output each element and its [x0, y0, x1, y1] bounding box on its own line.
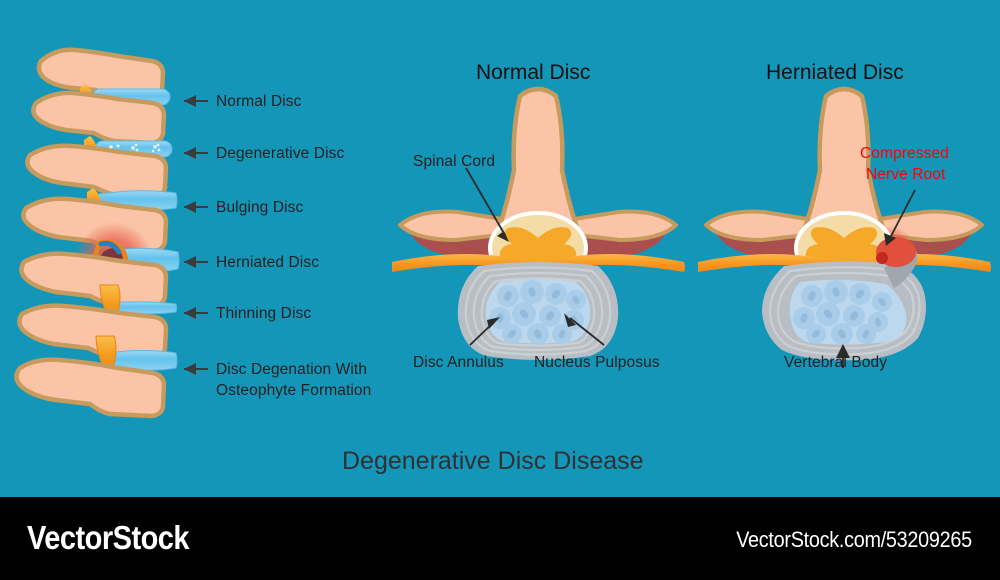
label-disc-annulus: Disc Annulus — [413, 354, 504, 371]
figure-caption: Degenerative Disc Disease — [342, 447, 644, 475]
arrow-osteophyte-disc — [184, 363, 208, 375]
label-spinal-cord: Spinal Cord — [413, 153, 496, 170]
vectorstock-url: VectorStock.com/53209265 — [736, 527, 972, 552]
nerve-roots-herniated — [698, 254, 991, 276]
vertebra-3 — [25, 143, 169, 200]
vertebra-7 — [14, 357, 167, 419]
label-compressed-nerve-root-line2: Nerve Root — [866, 166, 946, 183]
arrow-thinning-disc — [184, 307, 208, 319]
lateral-spine-illustration — [14, 47, 180, 419]
label-nucleus-pulposus: Nucleus Pulposus — [534, 354, 660, 371]
herniated-disc-title: Herniated Disc — [766, 61, 904, 84]
spine-label-osteophyte-line2: Osteophyte Formation — [216, 382, 372, 399]
nerve-roots — [392, 254, 685, 276]
spine-label-herniated-disc: Herniated Disc — [216, 254, 320, 271]
spine-label-arrows — [184, 95, 208, 375]
arrow-herniated-disc — [184, 256, 208, 268]
spine-label-bulging-disc: Bulging Disc — [216, 199, 304, 216]
vertebra-5 — [19, 251, 169, 309]
spine-label-normal-disc: Normal Disc — [216, 93, 302, 110]
watermark-bar: VectorStock VectorStock.com/53209265 — [0, 497, 1000, 580]
normal-disc-title: Normal Disc — [476, 61, 591, 84]
vertebra-2 — [31, 90, 167, 146]
herniated-disc-cross-section — [698, 86, 991, 368]
arrow-normal-disc — [184, 95, 208, 107]
illustration-canvas: Normal Disc Degenerative Disc Bulging Di… — [0, 0, 1000, 497]
herniated-leader-lines — [836, 189, 916, 368]
label-compressed-nerve-root-line1: Compressed — [860, 145, 949, 162]
label-vertebral-body: Vertebral Body — [784, 354, 888, 371]
gray-matter-herniated — [805, 227, 883, 267]
spine-label-degenerative-disc: Degenerative Disc — [216, 145, 345, 162]
normal-disc-cross-section — [392, 86, 685, 360]
arrow-bulging-disc — [184, 201, 208, 213]
spine-label-thinning-disc: Thinning Disc — [216, 305, 312, 322]
gray-matter — [499, 227, 577, 267]
medical-illustration-svg — [14, 47, 991, 419]
normal-leader-lines — [465, 167, 605, 346]
spine-label-osteophyte-line1: Disc Degenation With — [216, 361, 368, 378]
vectorstock-logo: VectorStock — [27, 519, 190, 556]
arrow-degenerative-disc — [184, 147, 208, 159]
